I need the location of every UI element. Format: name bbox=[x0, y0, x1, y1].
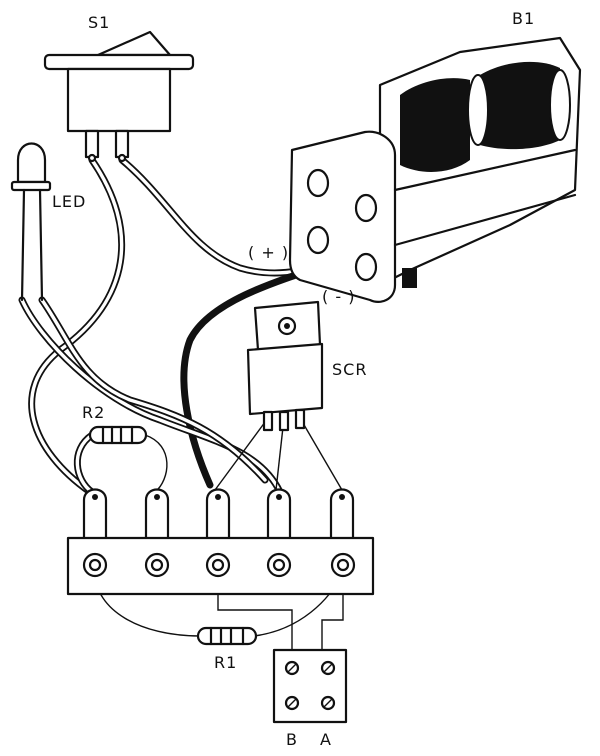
battery-holder-b1 bbox=[288, 36, 582, 303]
wire-terminal-5-to-a bbox=[321, 572, 344, 650]
label-terminal-a: A bbox=[320, 730, 332, 749]
terminal-strip bbox=[66, 488, 375, 596]
switch-s1 bbox=[43, 30, 195, 163]
battery-cell bbox=[480, 61, 560, 150]
label-r2: R2 bbox=[82, 403, 105, 422]
wires bbox=[18, 156, 349, 650]
terminal-screw bbox=[320, 695, 336, 711]
terminal-screw bbox=[266, 552, 292, 578]
label-b1: B1 bbox=[512, 9, 535, 28]
battery-contact-hole bbox=[306, 168, 330, 198]
output-terminal-block bbox=[272, 648, 348, 724]
label-minus: ( - ) bbox=[322, 287, 355, 306]
label-terminal-b: B bbox=[286, 730, 298, 749]
terminal-screw bbox=[82, 552, 108, 578]
battery-contact-hole bbox=[354, 193, 378, 223]
label-r1: R1 bbox=[214, 653, 237, 672]
battery-contact-hole bbox=[354, 252, 378, 282]
wire-battery-minus bbox=[180, 256, 346, 489]
scr bbox=[246, 300, 324, 432]
wire-r2-right bbox=[144, 434, 168, 493]
scr-leg-left bbox=[214, 417, 269, 491]
resistor-r2 bbox=[88, 425, 148, 445]
label-s1: S1 bbox=[88, 13, 110, 32]
label-plus: ( + ) bbox=[248, 243, 289, 262]
terminal-screw bbox=[284, 660, 300, 676]
label-scr: SCR bbox=[332, 360, 367, 379]
battery-cell bbox=[400, 78, 470, 172]
terminal-screw bbox=[205, 552, 231, 578]
led bbox=[10, 142, 52, 302]
label-led: LED bbox=[52, 192, 86, 211]
terminal-screw bbox=[144, 552, 170, 578]
scr-leg-right bbox=[299, 417, 343, 491]
resistor-r1 bbox=[196, 626, 258, 646]
battery-clip bbox=[402, 268, 417, 288]
battery-contact-hole bbox=[306, 225, 330, 255]
terminal-screw bbox=[330, 552, 356, 578]
terminal-screw bbox=[284, 695, 300, 711]
terminal-screw bbox=[320, 660, 336, 676]
